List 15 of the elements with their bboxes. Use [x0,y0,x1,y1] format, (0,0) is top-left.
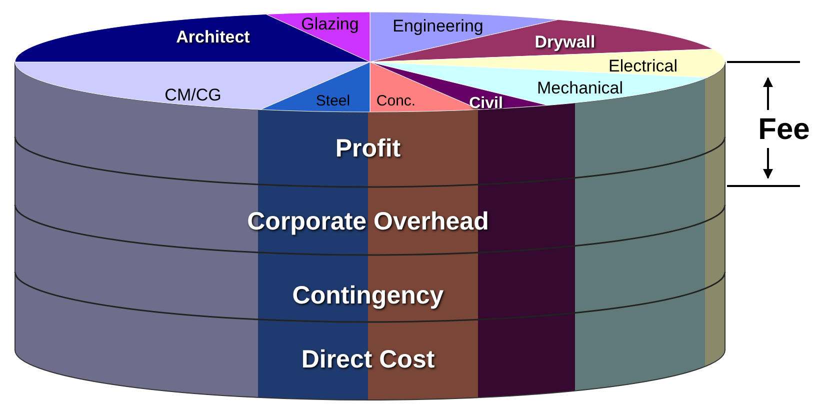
slice-label: Architect [176,28,250,46]
slice-label: Glazing [301,16,359,32]
layer-label: Contingency [292,284,444,308]
slice-label: Electrical [608,58,678,74]
slice-label: Civil [469,96,503,112]
layer-label: Profit [335,136,401,162]
slice-label: CM/CG [164,86,222,104]
slice-label: Drywall [534,34,596,50]
layer-label: Direct Cost [301,348,435,372]
layer-label: Corporate Overhead [247,210,489,234]
slice-label: Engineering [392,18,484,34]
slice-label: Conc. [376,94,416,108]
dimension-label: Fee [758,115,810,145]
slice-label: Mechanical [537,80,623,96]
slice-label: Steel [316,94,350,108]
